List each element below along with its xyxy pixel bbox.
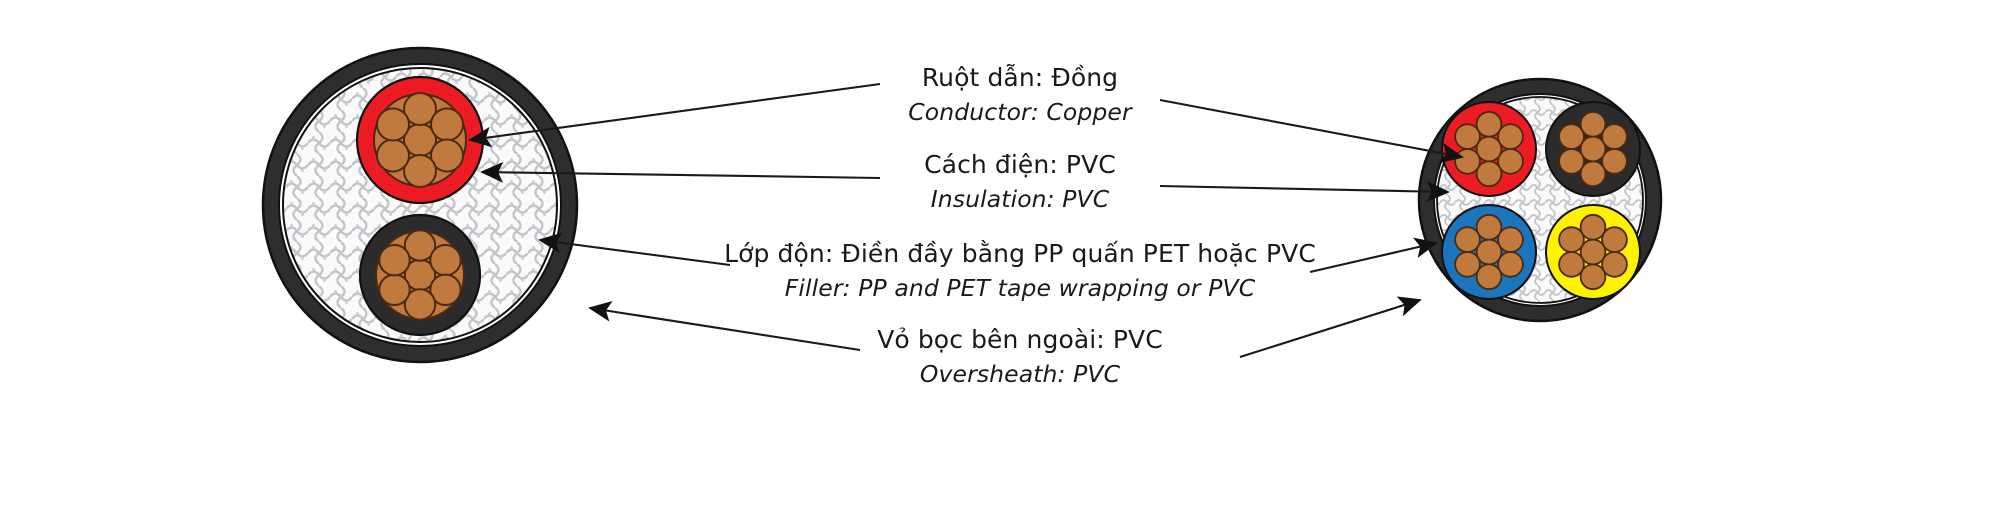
leader-filler-right <box>1309 237 1438 274</box>
label-insulation: Cách điện: PVC Insulation: PVC <box>924 150 1116 213</box>
leader-oversheath-right <box>1239 296 1422 359</box>
left-core-black <box>358 213 482 337</box>
cable-right <box>1417 77 1663 323</box>
right-core-red <box>1441 101 1537 197</box>
right-core-blue-strands <box>1454 213 1524 291</box>
leader-insulation-left <box>480 161 881 183</box>
label-oversheath-vi: Vỏ bọc bên ngoài: PVC <box>877 325 1163 354</box>
left-core-black-strands <box>378 229 462 321</box>
left-core-red-strands <box>376 92 464 188</box>
label-oversheath: Vỏ bọc bên ngoài: PVC Oversheath: PVC <box>877 325 1163 388</box>
leader-oversheath-left <box>588 300 861 352</box>
label-filler: Lớp độn: Điền đầy bằng PP quấn PET hoặc … <box>724 239 1316 302</box>
label-insulation-vi: Cách điện: PVC <box>924 150 1116 179</box>
leader-filler-left <box>538 232 731 267</box>
leader-conductor-right <box>1159 98 1464 164</box>
label-conductor-vi: Ruột dẫn: Đồng <box>922 63 1118 92</box>
label-oversheath-en: Oversheath: PVC <box>920 360 1121 388</box>
label-conductor-en: Conductor: Copper <box>908 98 1133 126</box>
right-core-yellow <box>1545 204 1641 300</box>
right-core-black-strands <box>1558 110 1628 188</box>
right-core-black <box>1545 101 1641 197</box>
label-filler-en: Filler: PP and PET tape wrapping or PVC <box>785 274 1256 302</box>
cable-left <box>261 46 579 364</box>
left-core-red <box>355 75 485 205</box>
label-conductor: Ruột dẫn: Đồng Conductor: Copper <box>908 63 1133 126</box>
label-filler-vi: Lớp độn: Điền đầy bằng PP quấn PET hoặc … <box>724 239 1316 268</box>
leader-conductor-left <box>468 82 881 148</box>
leader-insulation-right <box>1159 181 1450 202</box>
label-insulation-en: Insulation: PVC <box>931 185 1110 213</box>
right-core-yellow-strands <box>1558 213 1628 291</box>
right-core-blue <box>1441 204 1537 300</box>
